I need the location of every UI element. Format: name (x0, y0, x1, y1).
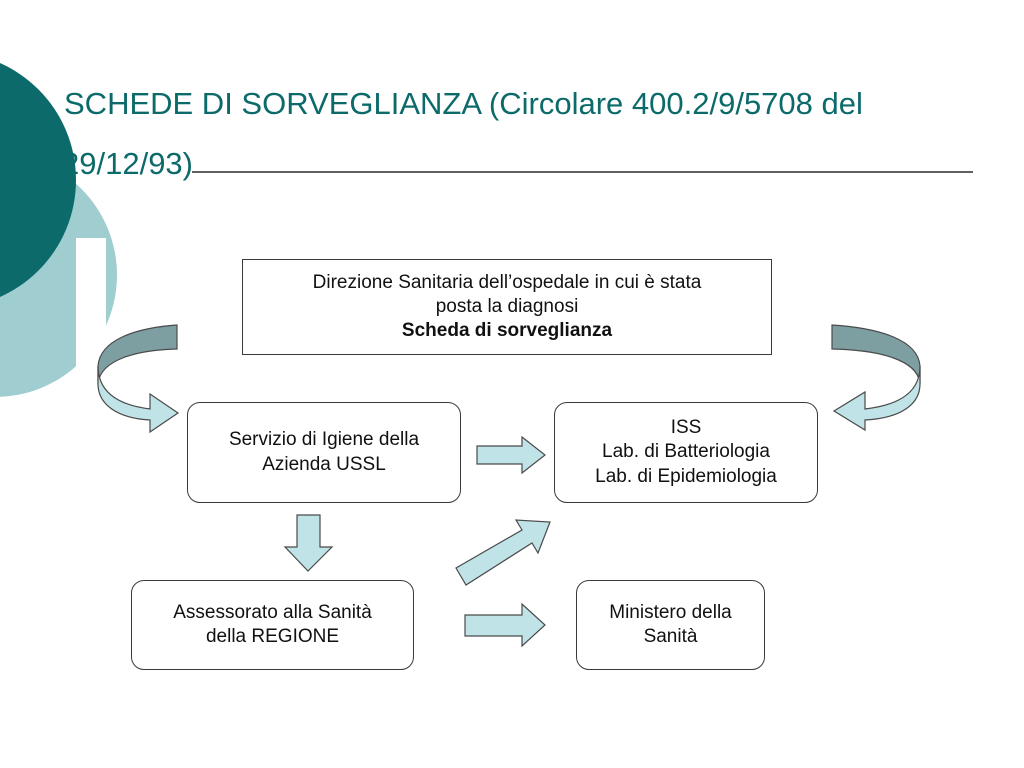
node-iss-line-1: ISS (670, 417, 702, 439)
slide-title-line-2: 29/12/93) (62, 146, 193, 181)
node-direzione-sanitaria: Direzione Sanitaria dell’ospedale in cui… (242, 259, 772, 355)
curved-arrow-right (831, 324, 921, 432)
node-servizio-line-2: Azienda USSL (262, 453, 386, 475)
node-direzione-line-2: posta la diagnosi (435, 295, 579, 317)
node-direzione-line-3: Scheda di sorveglianza (401, 320, 613, 342)
arrow-assessorato-to-ministero (464, 602, 546, 648)
node-assessorato-regione: Assessorato alla Sanità della REGIONE (131, 580, 414, 670)
arrow-assessorato-to-iss (455, 519, 551, 586)
node-direzione-line-1: Direzione Sanitaria dell’ospedale in cui… (312, 271, 702, 293)
node-ministero-sanita: Ministero della Sanità (576, 580, 765, 670)
node-iss-line-2: Lab. di Batteriologia (602, 441, 770, 463)
node-ministero-line-1: Ministero della (609, 601, 732, 623)
node-iss: ISS Lab. di Batteriologia Lab. di Epidem… (554, 402, 818, 503)
node-assessorato-line-2: della REGIONE (205, 626, 340, 647)
node-assessorato-line-1: Assessorato alla Sanità (173, 601, 372, 623)
node-ministero-line-2: Sanità (643, 626, 698, 647)
node-servizio-igiene: Servizio di Igiene della Azienda USSL (187, 402, 461, 503)
node-iss-line-3: Lab. di Epidemiologia (595, 465, 777, 487)
curved-arrow-left (97, 324, 180, 434)
decorative-dark-circle (0, 63, 76, 297)
arrow-servizio-to-iss (476, 435, 546, 475)
node-servizio-line-1: Servizio di Igiene della (228, 429, 420, 451)
arrow-servizio-to-assessorato (283, 514, 334, 572)
slide-title-line-1: SCHEDE DI SORVEGLIANZA (Circolare 400.2/… (64, 86, 863, 121)
